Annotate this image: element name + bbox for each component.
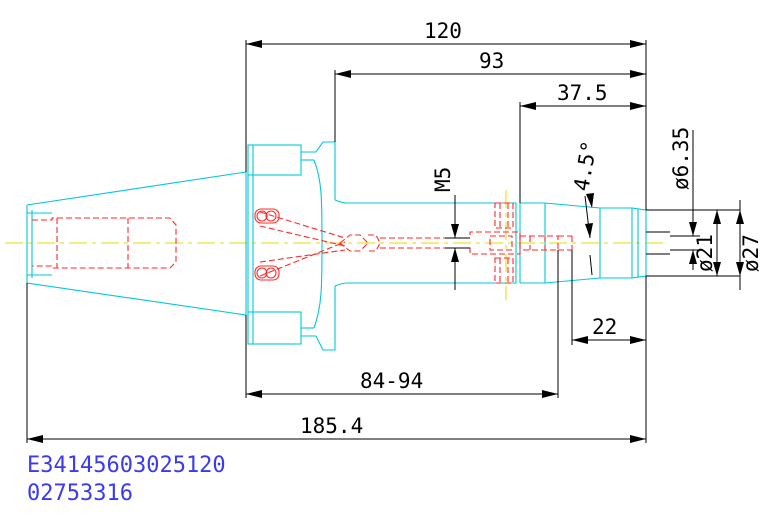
dimension-lines <box>26 40 744 443</box>
dim-total-length: 185.4 <box>300 414 363 438</box>
dim-body-diameter: ø27 <box>739 234 763 272</box>
dim-tip-length: 22 <box>592 315 617 339</box>
dim-bore-diameter: ø6.35 <box>669 127 693 190</box>
dim-taper-angle: 4.5° <box>569 139 601 193</box>
coolant-fitting-upper <box>254 208 280 224</box>
serial-number: 02753316 <box>27 481 133 506</box>
tool-holder-outline <box>26 141 647 351</box>
coolant-fitting-lower <box>254 265 280 281</box>
hidden-features <box>32 202 573 284</box>
dim-mid-length: 93 <box>479 49 504 73</box>
part-code: E34145603025120 <box>27 453 226 478</box>
dim-nose-diameter: ø21 <box>693 234 717 272</box>
dim-thread: M5 <box>431 167 455 192</box>
dim-nose-length: 37.5 <box>557 81 608 105</box>
dim-clamp-range: 84-94 <box>360 369 423 393</box>
dim-overall-length: 120 <box>424 19 462 43</box>
